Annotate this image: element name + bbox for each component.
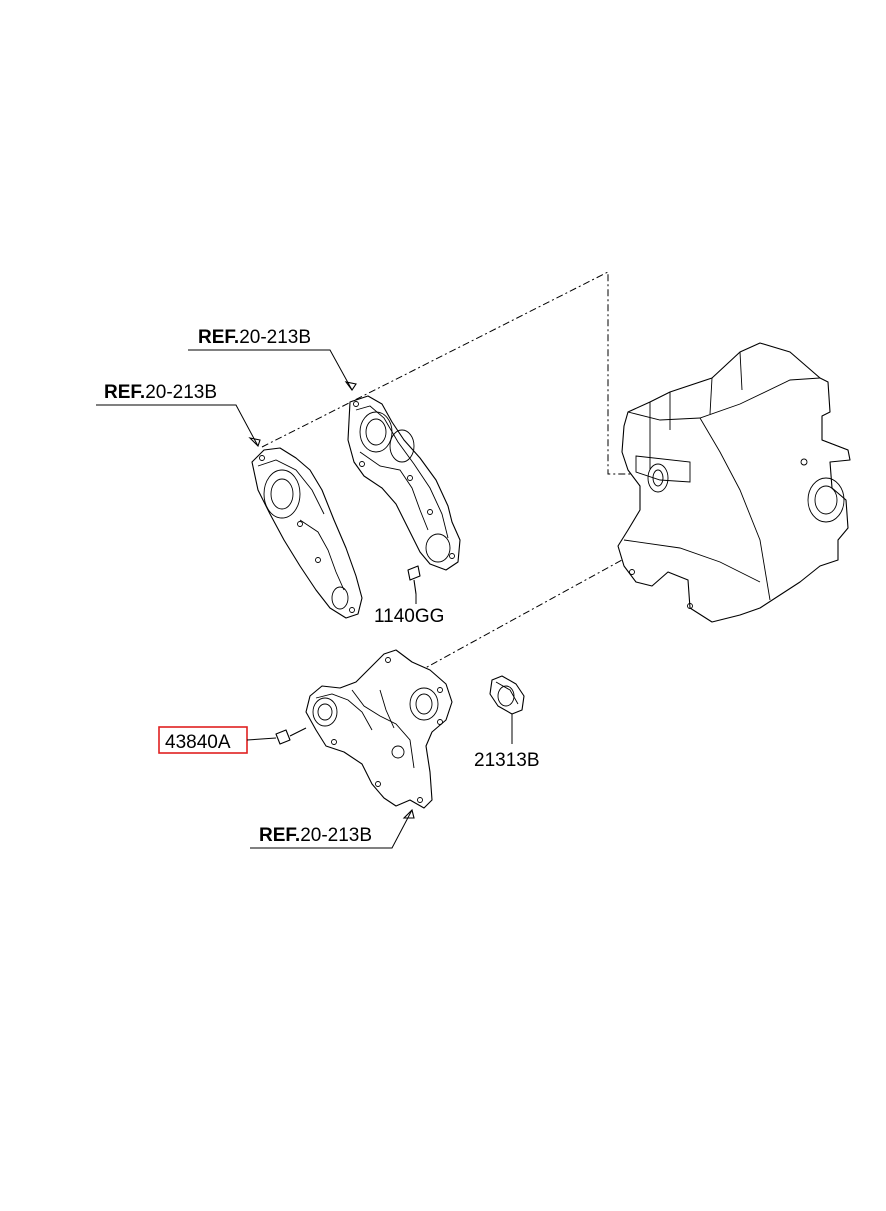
ref-code-left: 20-213B bbox=[145, 382, 217, 403]
ref-prefix-upper: REF. bbox=[198, 327, 239, 348]
ref-code-upper: 20-213B bbox=[239, 327, 311, 348]
label-1140gg: 1140GG bbox=[374, 606, 444, 627]
ref-prefix-left: REF. bbox=[104, 382, 145, 403]
engine-block bbox=[617, 342, 851, 623]
ref-prefix-lower: REF. bbox=[259, 825, 300, 846]
callout-ref-upper: REF.20-213B bbox=[188, 327, 357, 391]
timing-cover-rear bbox=[347, 395, 461, 571]
svg-text:REF.20-213B: REF.20-213B bbox=[259, 825, 372, 846]
bolt-43840a bbox=[275, 727, 307, 745]
ref-code-lower: 20-213B bbox=[300, 825, 372, 846]
callout-ref-lower: REF.20-213B bbox=[250, 808, 415, 849]
bolt-1140gg bbox=[407, 565, 421, 595]
front-case-lower bbox=[305, 649, 453, 809]
label-21313b: 21313B bbox=[474, 750, 540, 771]
oil-seal-21313b bbox=[489, 675, 525, 715]
callout-ref-left: REF.20-213B bbox=[96, 382, 261, 448]
svg-text:REF.20-213B: REF.20-213B bbox=[198, 327, 311, 348]
callout-1140gg: 1140GG bbox=[374, 594, 444, 627]
svg-text:REF.20-213B: REF.20-213B bbox=[104, 382, 217, 403]
callout-21313b: 21313B bbox=[474, 714, 540, 771]
timing-cover-front bbox=[251, 447, 363, 619]
label-43840a[interactable]: 43840A bbox=[165, 732, 231, 753]
assembly-lines bbox=[261, 271, 632, 673]
callout-43840a[interactable]: 43840A bbox=[158, 726, 277, 754]
